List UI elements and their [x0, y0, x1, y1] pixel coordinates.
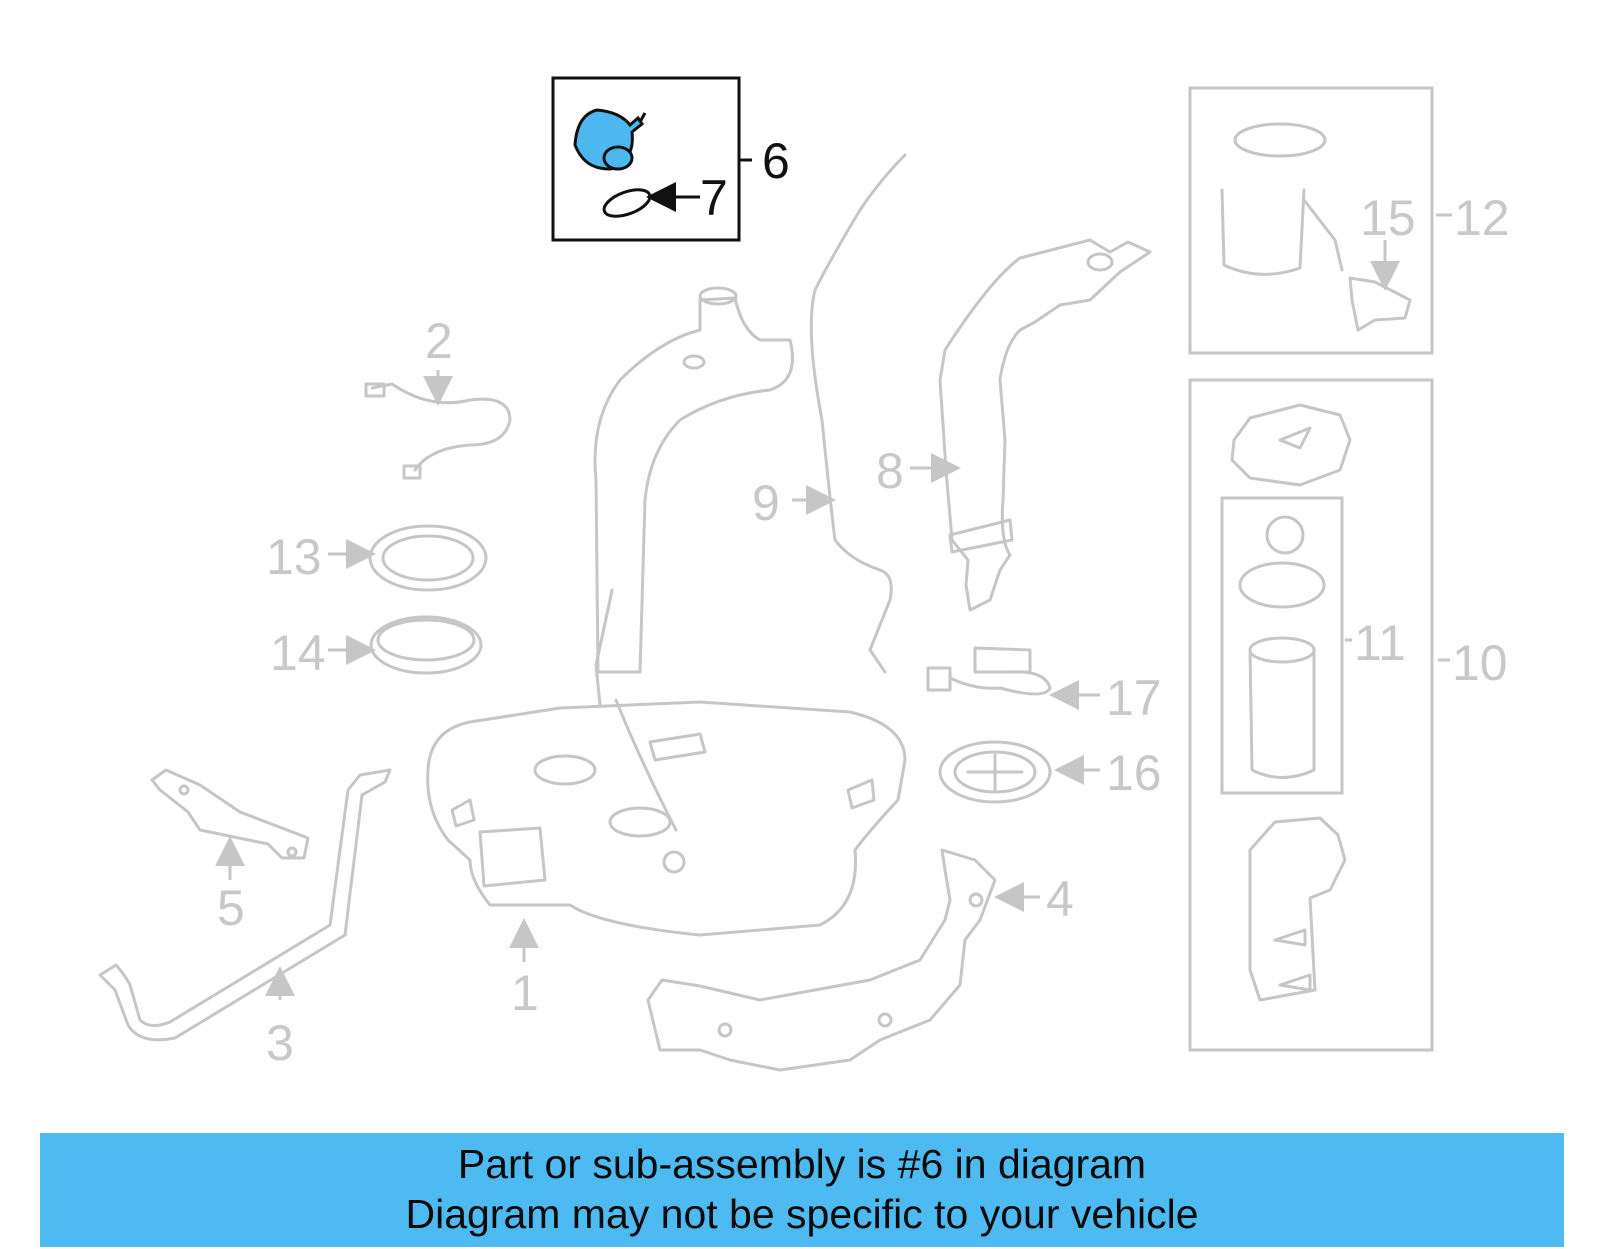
part-5-small-bracket[interactable] [150, 768, 310, 860]
callout-8[interactable]: 8 [876, 443, 904, 499]
part-6-cap-icon[interactable] [573, 108, 647, 171]
parts-diagram: 6 7 1 2 3 4 [98, 76, 1510, 1072]
callout-3[interactable]: 3 [266, 1015, 294, 1071]
part-4-bracket[interactable] [646, 848, 997, 1072]
part-3-tank-strap[interactable] [98, 768, 392, 1042]
callout-1[interactable]: 1 [511, 965, 539, 1021]
part-9-vent-line[interactable] [809, 153, 907, 674]
callout-6[interactable]: 6 [762, 133, 790, 189]
part-16-flange[interactable] [938, 740, 1052, 804]
banner-line-1: Part or sub-assembly is #6 in diagram [457, 1141, 1147, 1187]
callout-9[interactable]: 9 [752, 475, 780, 531]
part-7-oring-icon[interactable] [601, 184, 654, 221]
callout-4[interactable]: 4 [1046, 871, 1074, 927]
info-banner: Part or sub-assembly is #6 in diagram Di… [40, 1133, 1564, 1247]
part-13-lock-ring[interactable] [368, 524, 488, 592]
callout-14[interactable]: 14 [270, 625, 326, 681]
part-14-seal[interactable] [369, 615, 483, 675]
part-1-fuel-tank[interactable] [426, 588, 907, 937]
callout-17[interactable]: 17 [1106, 670, 1162, 726]
callout-16[interactable]: 16 [1106, 745, 1162, 801]
part-6-group[interactable]: 6 7 [551, 76, 790, 242]
banner-line-2: Diagram may not be specific to your vehi… [405, 1191, 1199, 1237]
part-1-filler-neck [593, 296, 794, 674]
callout-7[interactable]: 7 [700, 170, 728, 226]
callout-15[interactable]: 15 [1360, 190, 1416, 246]
part-10-assembly[interactable] [1188, 378, 1434, 1052]
callout-10[interactable]: 10 [1452, 635, 1508, 691]
callout-13[interactable]: 13 [266, 529, 322, 585]
callout-11[interactable]: 11 [1354, 615, 1406, 671]
part-11-filter[interactable] [1220, 496, 1344, 795]
callout-2[interactable]: 2 [425, 313, 453, 369]
part-17-connector[interactable] [926, 646, 1052, 696]
part-8-filler-pipe[interactable] [938, 238, 1152, 612]
callout-12[interactable]: 12 [1454, 190, 1510, 246]
callout-5[interactable]: 5 [217, 880, 245, 936]
